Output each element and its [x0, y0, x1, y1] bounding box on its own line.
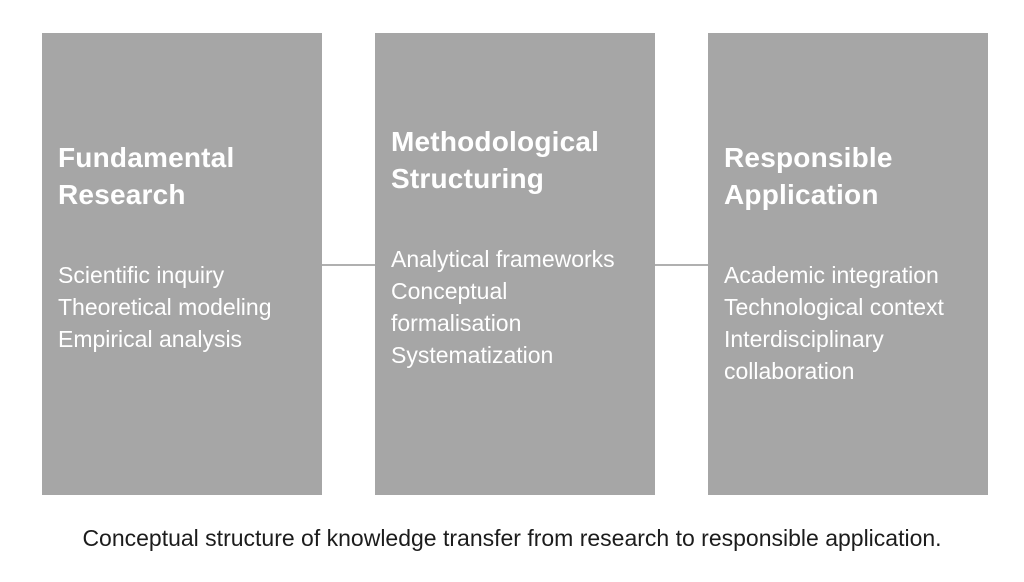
box-fundamental-research: Fundamental Research Scientific inquiry …	[42, 33, 322, 495]
box-item-list: Scientific inquiry Theoretical modeling …	[58, 259, 304, 355]
connector-line-right	[655, 264, 708, 266]
box-title: Methodological Structuring	[391, 126, 600, 194]
box-item: Interdisciplinary collaboration	[724, 326, 884, 384]
box-item: Systematization	[391, 342, 554, 368]
box-item: Technological context	[724, 294, 944, 320]
box-item: Empirical analysis	[58, 326, 243, 352]
box-methodological-structuring: Methodological Structuring Analytical fr…	[375, 33, 655, 495]
box-title: Responsible Application	[724, 142, 893, 210]
box-item: Scientific inquiry	[58, 262, 225, 288]
box-title: Fundamental Research	[58, 142, 235, 210]
box-responsible-application: Responsible Application Academic integra…	[708, 33, 988, 495]
box-item: Academic integration	[724, 262, 939, 288]
box-item-list: Analytical frameworks Conceptual formali…	[391, 243, 637, 371]
box-item-list: Academic integration Technological conte…	[724, 259, 970, 387]
box-item: Conceptual formalisation	[391, 278, 522, 336]
box-item: Analytical frameworks	[391, 246, 615, 272]
box-item: Theoretical modeling	[58, 294, 272, 320]
connector-line-left	[322, 264, 375, 266]
figure-caption: Conceptual structure of knowledge transf…	[82, 525, 942, 551]
